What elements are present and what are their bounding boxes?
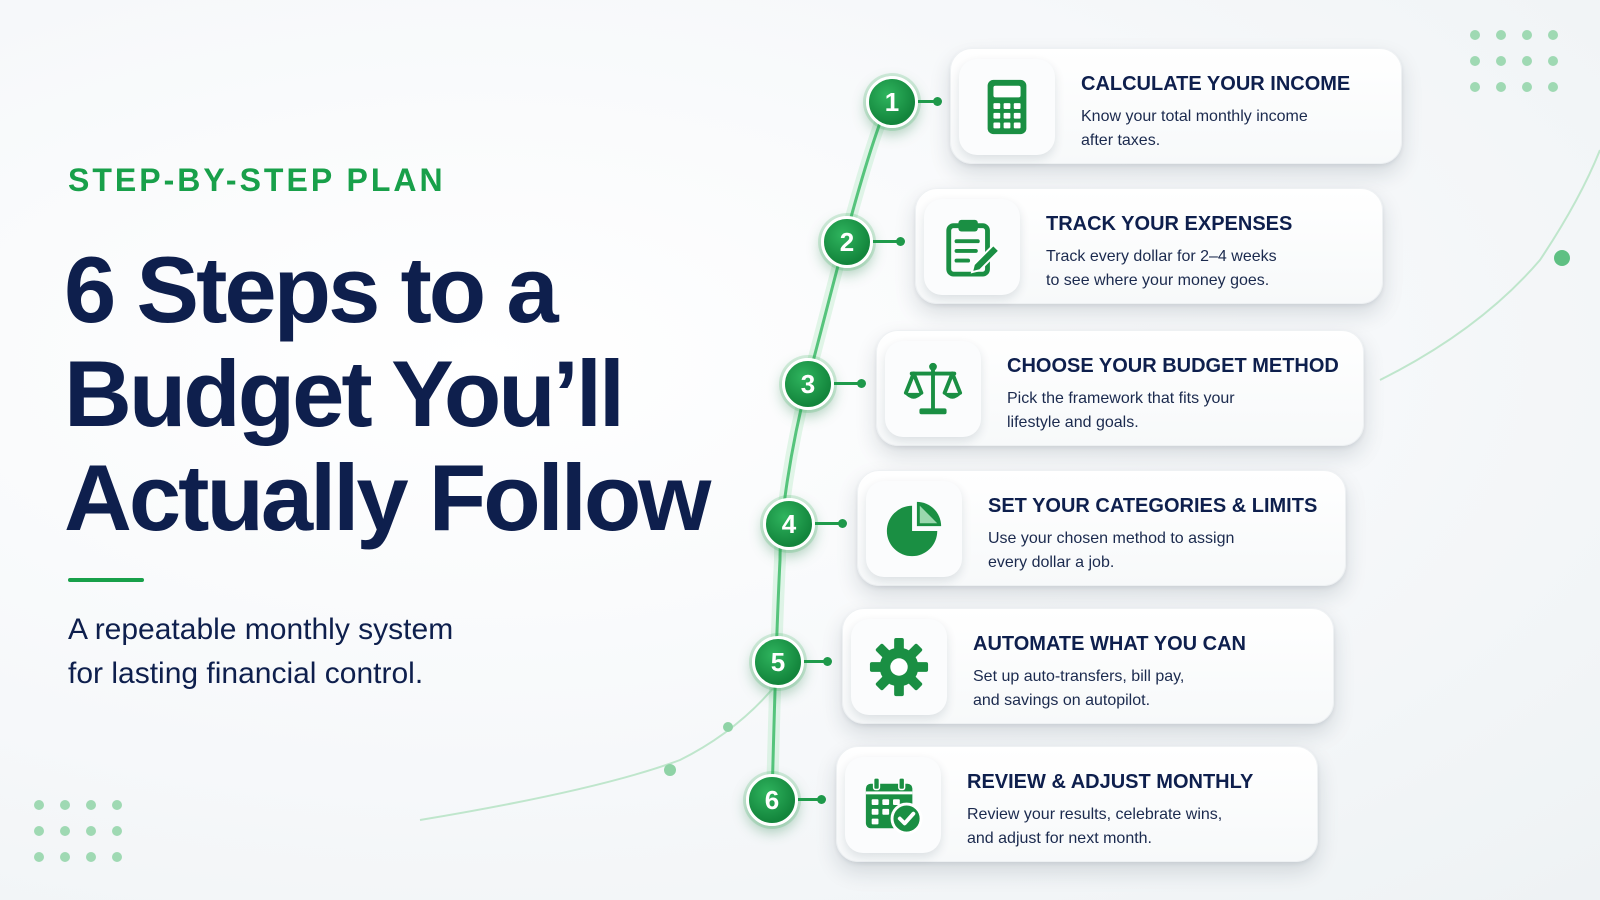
step-title: REVIEW & ADJUST MONTHLY (967, 771, 1254, 793)
step-card: TRACK YOUR EXPENSES Track every dollar f… (915, 188, 1383, 304)
step-connector (798, 795, 826, 804)
step-card: REVIEW & ADJUST MONTHLY Review your resu… (836, 746, 1318, 862)
step-number-badge: 1 (866, 76, 918, 128)
clipboard-pencil-icon (946, 219, 1001, 277)
decorative-dot-grid-bottom (34, 800, 122, 862)
step-description-line: Know your total monthly income (1081, 108, 1308, 125)
step-description-line: and savings on autopilot. (973, 692, 1151, 709)
step-title: CHOOSE YOUR BUDGET METHOD (1007, 355, 1339, 377)
step-number-badge: 3 (782, 358, 834, 410)
step-5: 5 (752, 608, 1334, 724)
step-description-line: after taxes. (1081, 132, 1161, 149)
step-number-badge: 5 (752, 636, 804, 688)
step-title: SET YOUR CATEGORIES & LIMITS (988, 495, 1318, 517)
step-connector (815, 519, 847, 528)
step-title: TRACK YOUR EXPENSES (1046, 213, 1293, 235)
step-card: AUTOMATE WHAT YOU CAN Set up auto-transf… (842, 608, 1334, 724)
calendar-check-icon (865, 777, 923, 835)
step-card: CHOOSE YOUR BUDGET METHOD Pick the frame… (876, 330, 1364, 446)
step-description: Pick the framework that fits your lifest… (1007, 387, 1307, 435)
title-line-1: 6 Steps to a (64, 237, 559, 342)
subtitle-line-2: for lasting financial control. (68, 657, 424, 690)
step-card: SET YOUR CATEGORIES & LIMITS Use your ch… (857, 470, 1346, 586)
step-1: 1 CALCULATE YOUR INCOME Know your total … (866, 48, 1402, 164)
step-6: 6 REVIEW & ADJUST MONTHLY (746, 746, 1318, 862)
step-description: Set up auto-transfers, bill pay, and sav… (973, 665, 1273, 713)
step-connector (804, 657, 832, 666)
page-title: 6 Steps to a Budget You’ll Actually Foll… (64, 238, 744, 550)
step-icon-box (924, 199, 1020, 295)
step-description-line: lifestyle and goals. (1007, 414, 1139, 431)
step-description-line: to see where your money goes. (1046, 272, 1270, 289)
balance-scale-icon (903, 362, 963, 415)
step-number-badge: 2 (821, 216, 873, 268)
step-3: 3 CHOOSE YOUR BUDGET METHOD (782, 330, 1364, 446)
step-icon-box (885, 341, 981, 437)
step-icon-box (866, 481, 962, 577)
pie-chart-icon (886, 501, 942, 557)
title-line-2: Budget You’ll (64, 341, 625, 446)
step-description: Use your chosen method to assign every d… (988, 527, 1288, 575)
step-connector (834, 379, 866, 388)
step-4: 4 SET YOUR CATEGORIES & LIMITS Use your … (763, 470, 1346, 586)
step-title: CALCULATE YOUR INCOME (1081, 73, 1351, 95)
step-connector (873, 237, 905, 246)
step-icon-box (851, 619, 947, 715)
step-description-line: Review your results, celebrate wins, (967, 806, 1223, 823)
subtitle-line-1: A repeatable monthly system (68, 613, 454, 646)
step-card: CALCULATE YOUR INCOME Know your total mo… (950, 48, 1402, 164)
step-description-line: Set up auto-transfers, bill pay, (973, 668, 1185, 685)
title-divider (68, 578, 144, 582)
step-number-badge: 6 (746, 774, 798, 826)
subtitle: A repeatable monthly system for lasting … (68, 608, 528, 696)
step-description: Know your total monthly income after tax… (1081, 105, 1381, 153)
gear-icon (869, 637, 929, 697)
eyebrow-label: STEP-BY-STEP PLAN (68, 162, 446, 198)
step-description-line: every dollar a job. (988, 554, 1115, 571)
calculator-icon (987, 79, 1027, 135)
step-connector (918, 97, 942, 106)
step-title: AUTOMATE WHAT YOU CAN (973, 633, 1246, 655)
decorative-dot-grid-top (1470, 30, 1558, 92)
step-description-line: and adjust for next month. (967, 830, 1152, 847)
step-number-badge: 4 (763, 498, 815, 550)
step-description-line: Track every dollar for 2–4 weeks (1046, 248, 1277, 265)
step-description: Review your results, celebrate wins, and… (967, 803, 1267, 851)
step-description: Track every dollar for 2–4 weeks to see … (1046, 245, 1346, 293)
step-2: 2 TRACK YOUR EXPENSES Track every dollar… (821, 188, 1383, 304)
step-description-line: Use your chosen method to assign (988, 530, 1235, 547)
step-icon-box (959, 59, 1055, 155)
step-icon-box (845, 757, 941, 853)
step-description-line: Pick the framework that fits your (1007, 390, 1235, 407)
title-line-3: Actually Follow (64, 445, 711, 550)
